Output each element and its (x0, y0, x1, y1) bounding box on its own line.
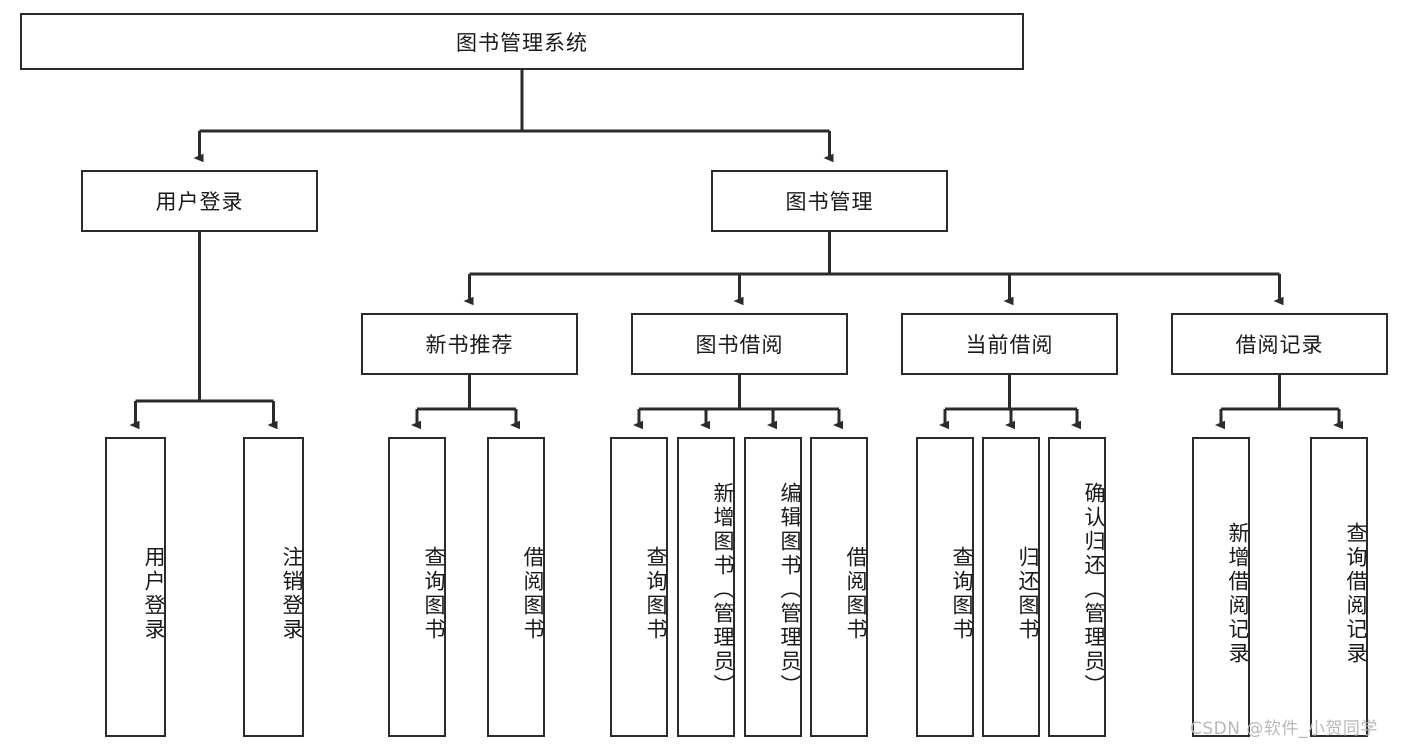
leaf-add-borrow-record-label: 新增借阅记录 (1226, 522, 1250, 666)
node-new-book-recommend-label: 新书推荐 (425, 333, 514, 357)
leaf-logout-label: 注销登录 (280, 546, 304, 642)
node-user-login-label: 用户登录 (155, 190, 244, 214)
leaf-query-book-borrow[interactable]: 查询图书 (610, 437, 668, 737)
leaf-add-book-admin[interactable]: 新增图书（管理员） (677, 437, 735, 737)
node-book-borrow-label: 图书借阅 (695, 333, 784, 357)
node-current-borrow-label: 当前借阅 (965, 333, 1054, 357)
leaf-confirm-return-admin-label: 确认归还（管理员） (1082, 482, 1106, 698)
csdn-watermark: CSDN @软件_小贺同学 (1190, 719, 1378, 739)
node-current-borrow[interactable]: 当前借阅 (901, 313, 1118, 375)
leaf-confirm-return-admin[interactable]: 确认归还（管理员） (1048, 437, 1106, 737)
leaf-add-borrow-record[interactable]: 新增借阅记录 (1192, 437, 1250, 737)
leaf-edit-book-admin-label: 编辑图书（管理员） (778, 482, 802, 698)
leaf-borrow-book[interactable]: 借阅图书 (810, 437, 868, 737)
node-book-management-label: 图书管理 (785, 190, 874, 214)
leaf-user-login-label: 用户登录 (142, 546, 166, 642)
node-borrow-record-label: 借阅记录 (1235, 333, 1324, 357)
node-root-label: 图书管理系统 (456, 30, 588, 55)
leaf-query-borrow-record-label: 查询借阅记录 (1344, 522, 1368, 666)
node-borrow-record[interactable]: 借阅记录 (1171, 313, 1388, 375)
leaf-query-borrow-record[interactable]: 查询借阅记录 (1310, 437, 1368, 737)
leaf-query-book-current-label: 查询图书 (950, 546, 974, 642)
node-new-book-recommend[interactable]: 新书推荐 (361, 313, 578, 375)
leaf-query-book-current[interactable]: 查询图书 (916, 437, 974, 737)
leaf-logout[interactable]: 注销登录 (243, 437, 304, 737)
leaf-return-book[interactable]: 归还图书 (982, 437, 1040, 737)
leaf-query-book-borrow-label: 查询图书 (644, 546, 668, 642)
node-book-borrow[interactable]: 图书借阅 (631, 313, 848, 375)
leaf-borrow-book-label: 借阅图书 (844, 546, 868, 642)
leaf-user-login[interactable]: 用户登录 (105, 437, 166, 737)
node-user-login[interactable]: 用户登录 (81, 170, 318, 232)
leaf-borrow-book-recommend[interactable]: 借阅图书 (487, 437, 545, 737)
leaf-query-book-recommend-label: 查询图书 (422, 546, 446, 642)
leaf-return-book-label: 归还图书 (1016, 546, 1040, 642)
node-book-management[interactable]: 图书管理 (711, 170, 948, 232)
leaf-edit-book-admin[interactable]: 编辑图书（管理员） (744, 437, 802, 737)
leaf-add-book-admin-label: 新增图书（管理员） (711, 482, 735, 698)
leaf-query-book-recommend[interactable]: 查询图书 (388, 437, 446, 737)
leaf-borrow-book-recommend-label: 借阅图书 (521, 546, 545, 642)
node-root[interactable]: 图书管理系统 (20, 13, 1024, 70)
